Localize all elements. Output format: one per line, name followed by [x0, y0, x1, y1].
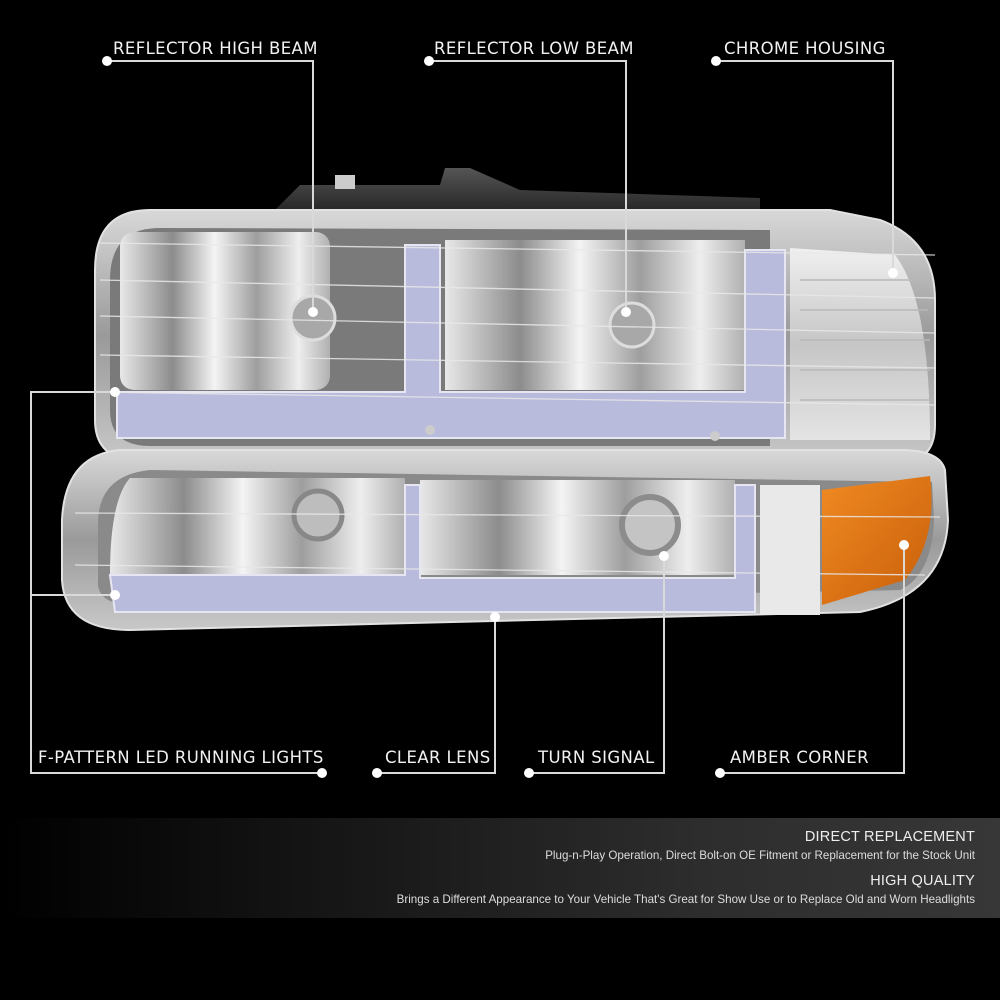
lower-bumper-light [61, 449, 950, 632]
feature-desc-direct-replacement: Plug-n-Play Operation, Direct Bolt-on OE… [545, 849, 975, 862]
feature-desc-high-quality: Brings a Different Appearance to Your Ve… [396, 893, 975, 906]
feature-title-high-quality: HIGH QUALITY [870, 873, 975, 889]
feature-banner: DIRECT REPLACEMENT Plug-n-Play Operation… [0, 818, 1000, 918]
callout-reflector-high-beam: REFLECTOR HIGH BEAM [113, 39, 318, 58]
led-strip-upper [116, 244, 786, 439]
callout-clear-lens: CLEAR LENS [385, 748, 491, 767]
callout-chrome-housing: CHROME HOUSING [724, 39, 886, 58]
callout-turn-signal: TURN SIGNAL [538, 748, 655, 767]
rear-bracket [275, 168, 760, 215]
feature-title-direct-replacement: DIRECT REPLACEMENT [804, 829, 975, 845]
callout-dots [102, 56, 909, 778]
callout-amber-corner: AMBER CORNER [730, 748, 869, 767]
callout-led-running-lights: F-PATTERN LED RUNNING LIGHTS [38, 748, 324, 767]
upper-headlight [94, 209, 936, 463]
callout-reflector-low-beam: REFLECTOR LOW BEAM [434, 39, 634, 58]
callout-lines [30, 60, 905, 774]
